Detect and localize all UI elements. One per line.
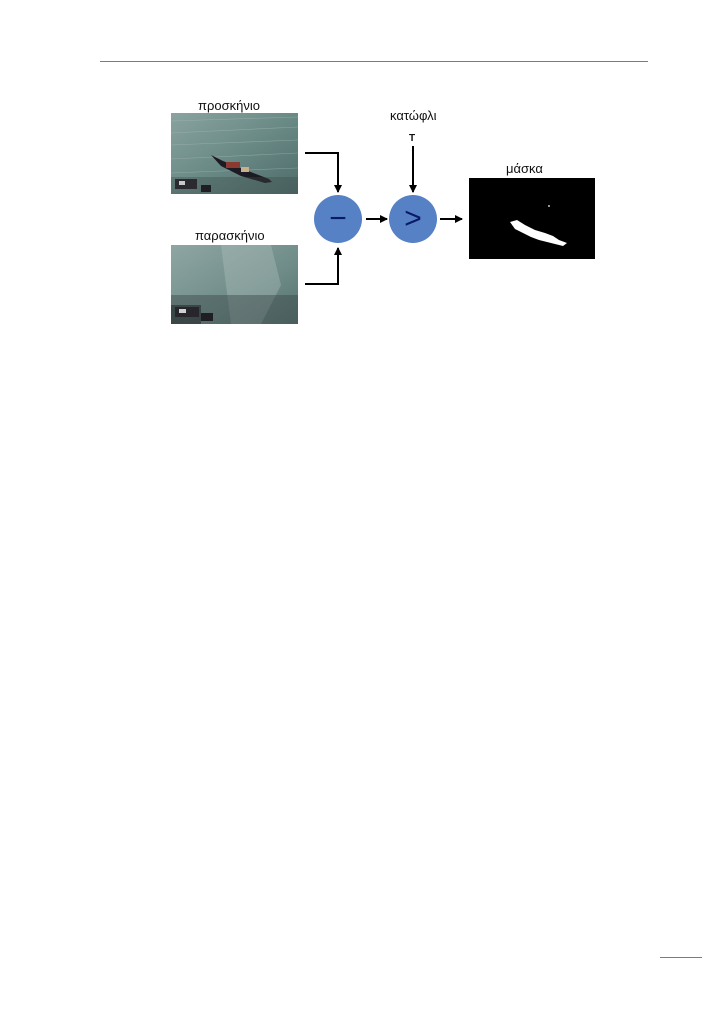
subtract-node: − bbox=[314, 195, 362, 243]
foreground-arrow bbox=[305, 153, 338, 192]
greater-than-symbol: > bbox=[404, 204, 422, 234]
compare-node: > bbox=[389, 195, 437, 243]
minus-symbol: − bbox=[329, 204, 347, 234]
footer-rule bbox=[660, 957, 702, 958]
background-arrow bbox=[305, 248, 338, 284]
